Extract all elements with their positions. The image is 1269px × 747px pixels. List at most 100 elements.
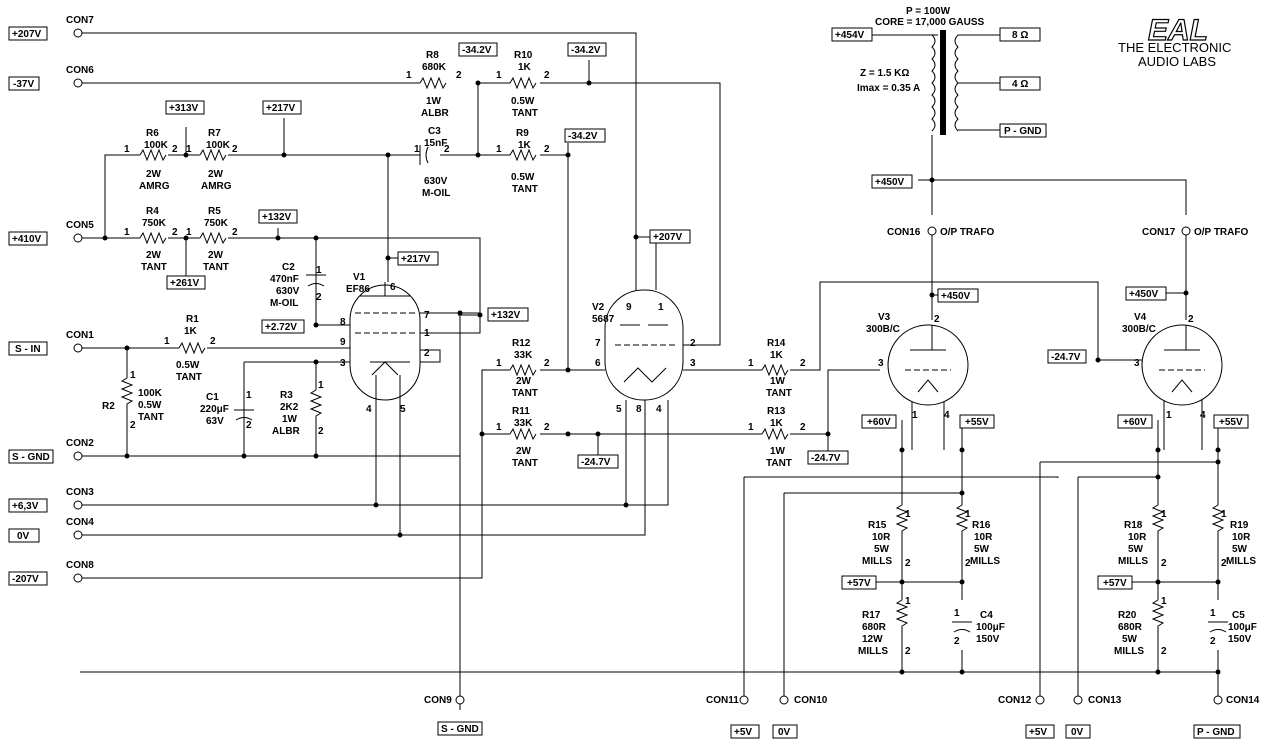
svg-text:1: 1 bbox=[124, 144, 130, 155]
svg-text:33K: 33K bbox=[514, 418, 533, 429]
con16-desc: O/P TRAFO bbox=[940, 227, 994, 238]
svg-text:R17: R17 bbox=[862, 610, 881, 621]
svg-text:2: 2 bbox=[130, 420, 136, 431]
svg-text:100μF: 100μF bbox=[1228, 622, 1257, 633]
svg-text:220μF: 220μF bbox=[200, 404, 229, 415]
svg-text:8: 8 bbox=[340, 317, 346, 328]
svg-text:10R: 10R bbox=[1232, 532, 1251, 543]
svg-text:C2: C2 bbox=[282, 262, 295, 273]
svg-text:-34.2V: -34.2V bbox=[571, 45, 601, 56]
svg-text:4 Ω: 4 Ω bbox=[1012, 79, 1028, 90]
svg-text:1: 1 bbox=[1161, 596, 1167, 607]
svg-text:S - IN: S - IN bbox=[15, 344, 41, 355]
con16-label: CON16 bbox=[887, 227, 921, 238]
svg-text:ALBR: ALBR bbox=[421, 108, 450, 119]
svg-text:4: 4 bbox=[944, 410, 950, 421]
svg-text:2: 2 bbox=[210, 336, 216, 347]
svg-text:R11: R11 bbox=[512, 406, 530, 417]
svg-text:10R: 10R bbox=[872, 532, 891, 543]
svg-text:8 Ω: 8 Ω bbox=[1012, 30, 1028, 41]
svg-text:MILLS: MILLS bbox=[1226, 556, 1256, 567]
con2-label: CON2 bbox=[66, 438, 94, 449]
svg-text:1: 1 bbox=[414, 144, 420, 155]
svg-text:TANT: TANT bbox=[512, 184, 538, 195]
svg-text:1W: 1W bbox=[282, 414, 298, 425]
svg-text:1K: 1K bbox=[184, 326, 198, 337]
svg-text:1: 1 bbox=[748, 422, 754, 433]
svg-text:-24.7V: -24.7V bbox=[1051, 352, 1081, 363]
svg-text:R13: R13 bbox=[767, 406, 786, 417]
output-transformer bbox=[931, 30, 959, 135]
svg-text:8: 8 bbox=[636, 404, 642, 415]
svg-text:R14: R14 bbox=[767, 338, 786, 349]
svg-text:5: 5 bbox=[400, 404, 406, 415]
svg-text:470nF: 470nF bbox=[270, 274, 299, 285]
resistor-symbols bbox=[120, 76, 1225, 650]
svg-text:C5: C5 bbox=[1232, 610, 1245, 621]
svg-text:1W: 1W bbox=[426, 96, 442, 107]
svg-text:R12: R12 bbox=[512, 338, 531, 349]
svg-text:1: 1 bbox=[186, 144, 192, 155]
svg-text:33K: 33K bbox=[514, 350, 533, 361]
svg-text:2K2: 2K2 bbox=[280, 402, 299, 413]
svg-text:1: 1 bbox=[124, 227, 130, 238]
svg-text:S - GND: S - GND bbox=[441, 724, 479, 735]
svg-text:+261V: +261V bbox=[170, 278, 200, 289]
svg-text:5W: 5W bbox=[1128, 544, 1144, 555]
svg-text:R3: R3 bbox=[280, 390, 293, 401]
svg-text:R4: R4 bbox=[146, 206, 159, 217]
svg-text:+313V: +313V bbox=[169, 103, 199, 114]
svg-text:2: 2 bbox=[1221, 558, 1227, 569]
svg-text:V2: V2 bbox=[592, 302, 605, 313]
svg-text:MILLS: MILLS bbox=[1114, 646, 1144, 657]
svg-text:R18: R18 bbox=[1124, 520, 1143, 531]
junctions bbox=[102, 80, 1221, 675]
svg-text:3: 3 bbox=[878, 358, 884, 369]
svg-text:6: 6 bbox=[595, 358, 601, 369]
svg-text:680R: 680R bbox=[1118, 622, 1143, 633]
svg-text:2: 2 bbox=[544, 422, 550, 433]
svg-text:C3: C3 bbox=[428, 126, 441, 137]
svg-text:150V: 150V bbox=[1228, 634, 1252, 645]
capacitor-symbols bbox=[234, 145, 1228, 633]
con7-label: CON7 bbox=[66, 15, 94, 26]
svg-text:+450V: +450V bbox=[1129, 289, 1159, 300]
svg-text:Z = 1.5 KΩ: Z = 1.5 KΩ bbox=[860, 68, 909, 79]
svg-text:2: 2 bbox=[954, 636, 960, 647]
svg-text:+55V: +55V bbox=[965, 417, 989, 428]
con4-label: CON4 bbox=[66, 517, 94, 528]
svg-text:EF86: EF86 bbox=[346, 284, 370, 295]
svg-text:1: 1 bbox=[748, 358, 754, 369]
svg-text:3: 3 bbox=[690, 358, 696, 369]
svg-text:M-OIL: M-OIL bbox=[422, 188, 450, 199]
svg-text:P - GND: P - GND bbox=[1197, 727, 1235, 738]
svg-text:0.5W: 0.5W bbox=[138, 400, 162, 411]
svg-text:ALBR: ALBR bbox=[272, 426, 301, 437]
svg-text:2: 2 bbox=[246, 420, 252, 431]
svg-text:2W: 2W bbox=[516, 446, 532, 457]
svg-text:1: 1 bbox=[954, 608, 960, 619]
svg-text:2: 2 bbox=[544, 70, 550, 81]
svg-text:Imax = 0.35 A: Imax = 0.35 A bbox=[857, 83, 920, 94]
svg-text:1: 1 bbox=[318, 380, 324, 391]
svg-text:+2.72V: +2.72V bbox=[265, 322, 297, 333]
con3-label: CON3 bbox=[66, 487, 94, 498]
wires bbox=[80, 32, 1219, 710]
svg-text:R16: R16 bbox=[972, 520, 991, 531]
svg-text:C1: C1 bbox=[206, 392, 219, 403]
svg-text:2W: 2W bbox=[208, 250, 224, 261]
svg-text:TANT: TANT bbox=[766, 458, 792, 469]
con17-desc: O/P TRAFO bbox=[1194, 227, 1248, 238]
eal-logo: EAL THE ELECTRONIC AUDIO LABS bbox=[1118, 13, 1231, 69]
svg-text:-37V: -37V bbox=[13, 79, 34, 90]
con13-label: CON13 bbox=[1088, 695, 1122, 706]
svg-text:2: 2 bbox=[1161, 646, 1167, 657]
transformer-text: P = 100W CORE = 17,000 GAUSS Z = 1.5 KΩ … bbox=[857, 6, 985, 94]
con12-label: CON12 bbox=[998, 695, 1032, 706]
svg-text:TANT: TANT bbox=[203, 262, 229, 273]
svg-text:R6: R6 bbox=[146, 128, 159, 139]
svg-text:4: 4 bbox=[656, 404, 662, 415]
